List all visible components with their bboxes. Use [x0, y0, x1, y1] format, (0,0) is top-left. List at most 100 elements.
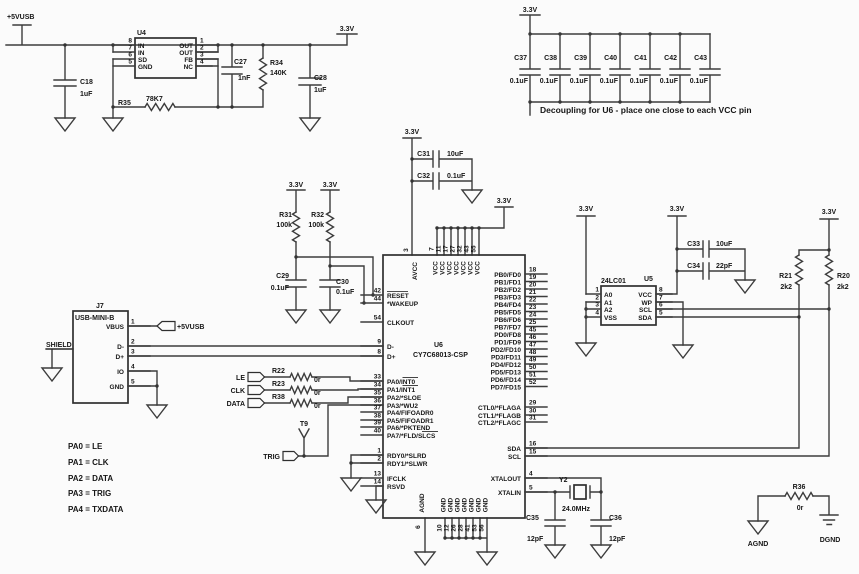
u4-body — [134, 37, 197, 79]
decoupling-cap-val: 0.1uF — [510, 78, 529, 85]
pin-name: D- — [387, 344, 394, 351]
pin-number: 46 — [529, 334, 537, 341]
decoupling-cap-val: 0.1uF — [600, 78, 619, 85]
vusb-tag — [156, 320, 176, 332]
pin-number: 56 — [479, 524, 486, 532]
r38-ref: R38 — [272, 394, 285, 401]
junction-dot — [457, 536, 461, 540]
pin-number: 5 — [529, 485, 533, 492]
decoupling-cap-ref: C39 — [574, 55, 587, 62]
pin-number: 13 — [374, 471, 382, 478]
c35-ref: C35 — [526, 515, 539, 522]
pin-number: 42 — [374, 288, 382, 295]
v33-u5left-label: 3.3V — [579, 206, 594, 213]
generated-texts: C370.1uFC380.1uFC390.1uFC400.1uFC410.1uF… — [106, 38, 709, 532]
c27-ref: C27 — [234, 59, 247, 66]
pin-name: GND — [469, 497, 476, 512]
pin-name: VCC — [454, 261, 461, 275]
pin-number: 29 — [529, 400, 537, 407]
pin-name: VSS — [604, 315, 618, 322]
c29-ref: C29 — [276, 273, 289, 280]
junction-dot — [675, 269, 679, 273]
r32-ref: R32 — [311, 212, 324, 219]
pin-number: 47 — [529, 342, 537, 349]
pin-number: 2 — [377, 456, 381, 463]
r22-ref: R22 — [272, 368, 285, 375]
junction-dot — [827, 248, 831, 252]
j7-ref: J7 — [96, 303, 104, 310]
decoupling-cap-val: 0.1uF — [690, 78, 709, 85]
pin-number: 36 — [374, 398, 382, 405]
pin-name: FB — [184, 57, 193, 64]
pin-name: PB2/FD2 — [494, 287, 521, 294]
junction-dot — [599, 490, 603, 494]
pin-number: 19 — [529, 274, 537, 281]
pin-name: GND — [110, 384, 125, 391]
junction-dot — [477, 226, 481, 230]
decoupling-cap-ref: C37 — [514, 55, 527, 62]
junction-dot — [456, 226, 460, 230]
junction-dot — [410, 179, 414, 183]
c36-val: 12pF — [609, 536, 626, 543]
pin-number: 1 — [595, 287, 599, 294]
pin-name: GND — [476, 497, 483, 512]
pin-name: PD4/FD12 — [491, 362, 522, 369]
pin-number: 35 — [374, 390, 382, 397]
pin-name: VCC — [461, 261, 468, 275]
c30-ref: C30 — [336, 279, 349, 286]
pin-name: PA2/*SLOE — [387, 395, 422, 402]
pin-name: SDA — [507, 446, 521, 453]
pin-name: XTALOUT — [491, 476, 521, 483]
pin-name: PB5/FD5 — [494, 310, 521, 317]
pin-number: 33 — [374, 374, 382, 381]
note-pa0: PA0 = LE — [68, 442, 103, 451]
pin-number: 8 — [659, 287, 663, 294]
pin-name: A2 — [604, 307, 613, 314]
c32-val: 0.1uF — [447, 173, 466, 180]
pin-name: PB1/FD1 — [494, 280, 521, 287]
junction-dot — [302, 454, 306, 458]
r21-val: 2k2 — [780, 284, 792, 291]
pin-number: 20 — [529, 282, 537, 289]
pin-name: NC — [184, 64, 194, 71]
pin-number: 6 — [128, 52, 132, 59]
pin-number: 53 — [472, 524, 479, 532]
r31-ref: R31 — [279, 212, 292, 219]
c33-val: 10uF — [716, 241, 733, 248]
pin-name: VBUS — [106, 324, 125, 331]
pin-name: VCC — [475, 261, 482, 275]
pin-name: OUT — [179, 50, 193, 57]
junction-dot — [216, 105, 220, 109]
decoupling-cap-val: 0.1uF — [570, 78, 589, 85]
pin-number: 22 — [529, 297, 537, 304]
v33-i2c-label: 3.3V — [822, 209, 837, 216]
pin-number: 16 — [529, 441, 537, 448]
pin-number: 38 — [374, 413, 382, 420]
pin-name: VCC — [433, 261, 440, 275]
pin-name: IN — [138, 43, 145, 50]
pin-number: 55 — [471, 245, 478, 253]
pin-number: 51 — [529, 372, 537, 379]
pin-number: 24 — [529, 312, 537, 319]
junction-dot — [827, 307, 831, 311]
c32-ref: C32 — [417, 173, 430, 180]
pin-number: 15 — [529, 449, 537, 456]
u4-ref: U4 — [137, 30, 146, 37]
pin-name: CTL2/*FLAGC — [478, 420, 521, 427]
pin-number: 34 — [374, 382, 382, 389]
le-label: LE — [236, 375, 245, 382]
pin-name: WP — [642, 300, 653, 307]
pin-name: GND — [441, 497, 448, 512]
pin-number: 7 — [659, 295, 663, 302]
junction-dot — [261, 43, 265, 47]
v33-r31-label: 3.3V — [289, 182, 304, 189]
pin-name: PB0/FD0 — [494, 272, 521, 279]
pin-name: PA1/INT1 — [387, 387, 415, 394]
junction-dot — [155, 384, 159, 388]
pin-name: D+ — [116, 354, 125, 361]
r20-ref: R20 — [837, 273, 850, 280]
pin-name: D+ — [387, 354, 396, 361]
decoupling-cap-val: 0.1uF — [540, 78, 559, 85]
c27-val: 1nF — [238, 75, 251, 82]
u5-ref: U5 — [644, 276, 653, 283]
